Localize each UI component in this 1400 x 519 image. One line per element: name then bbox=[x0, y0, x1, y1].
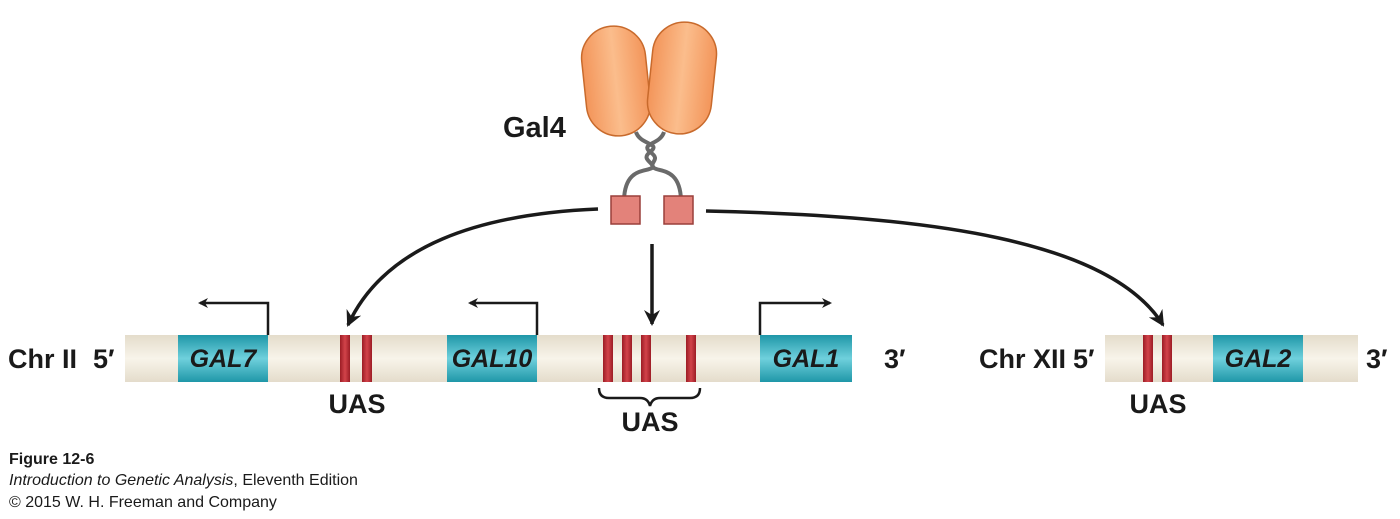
binding-arrow-gal2-uas bbox=[705, 209, 1165, 327]
gal4-activation-domain-left bbox=[580, 25, 652, 137]
gal4-activation-domain-right bbox=[646, 21, 718, 135]
gal4-protein bbox=[580, 21, 718, 225]
gene-label: GAL1 bbox=[773, 345, 840, 373]
binding-arrow-gal7-gal10-uas bbox=[346, 207, 599, 327]
uas-label: UAS bbox=[1129, 389, 1186, 419]
uas-label: UAS bbox=[621, 407, 678, 437]
uas-bracket bbox=[597, 387, 702, 407]
transcription-arrow-gal1 bbox=[758, 298, 832, 335]
chromosome-name: Chr XII bbox=[979, 344, 1066, 374]
gene-gal10 bbox=[447, 335, 537, 382]
three-prime-label: 3′ bbox=[1366, 344, 1388, 374]
book-citation: Introduction to Genetic Analysis, Eleven… bbox=[9, 470, 358, 492]
uas-site bbox=[641, 335, 651, 382]
gene-label: GAL10 bbox=[452, 345, 533, 373]
uas-site bbox=[340, 335, 350, 382]
gene-label: GAL7 bbox=[190, 345, 258, 373]
transcription-arrow-gal7 bbox=[198, 298, 270, 335]
three-prime-label: 3′ bbox=[884, 344, 906, 374]
gal4-dna-binding-domain bbox=[610, 195, 641, 225]
book-edition: , Eleventh Edition bbox=[233, 472, 358, 489]
uas-site bbox=[603, 335, 613, 382]
uas-site bbox=[362, 335, 372, 382]
chromosome-name: Chr II bbox=[8, 344, 77, 374]
five-prime-label: 5′ bbox=[93, 344, 115, 374]
uas-label: UAS bbox=[328, 389, 385, 419]
gal4-linker bbox=[622, 131, 656, 201]
figure-number: Figure 12-6 bbox=[9, 449, 94, 471]
transcription-arrow-gal10 bbox=[468, 298, 539, 335]
uas-site bbox=[1162, 335, 1172, 382]
gal4-linker bbox=[645, 131, 683, 201]
gene-gal1 bbox=[760, 335, 852, 382]
five-prime-label: 5′ bbox=[1073, 344, 1095, 374]
gene-gal2 bbox=[1213, 335, 1303, 382]
figure-number-text: Figure 12-6 bbox=[9, 451, 95, 468]
gal4-dna-binding-domain bbox=[663, 195, 694, 225]
uas-site bbox=[1143, 335, 1153, 382]
gene-label: GAL2 bbox=[1225, 345, 1292, 373]
uas-site bbox=[686, 335, 696, 382]
copyright: © 2015 W. H. Freeman and Company bbox=[9, 494, 277, 511]
book-title: Introduction to Genetic Analysis bbox=[9, 472, 234, 489]
uas-site bbox=[622, 335, 632, 382]
gene-gal7 bbox=[178, 335, 268, 382]
gal4-label: Gal4 bbox=[503, 112, 566, 144]
